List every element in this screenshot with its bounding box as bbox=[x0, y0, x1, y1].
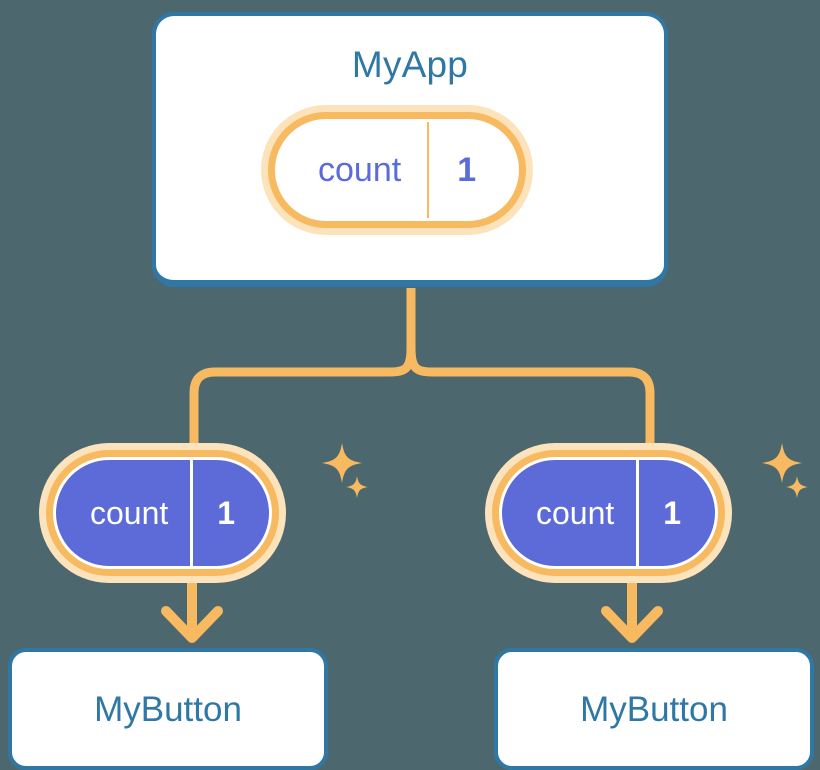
state-pill-branch-right[interactable]: count 1 bbox=[492, 450, 726, 576]
sparkle-icon bbox=[762, 443, 802, 483]
state-pill-key: count bbox=[90, 495, 169, 531]
child-component-card-left[interactable]: MyButton bbox=[8, 648, 328, 770]
sparkle-icon bbox=[786, 476, 808, 498]
state-pill-key: count bbox=[318, 151, 402, 189]
state-pill-branch-left[interactable]: count 1 bbox=[46, 450, 280, 576]
state-pill-value: 1 bbox=[636, 460, 715, 566]
arrow-down-left-head bbox=[161, 606, 223, 643]
state-pill-key: count bbox=[536, 495, 615, 531]
sparkle-icon bbox=[322, 443, 362, 483]
child-component-title: MyButton bbox=[94, 689, 242, 729]
sparkle-icon bbox=[346, 476, 368, 498]
connector-bus-right bbox=[406, 343, 655, 457]
state-pill-value: 1 bbox=[190, 460, 269, 566]
state-pill-inner: count 1 bbox=[53, 457, 273, 569]
connector-bus-left bbox=[189, 343, 416, 457]
state-pill-root[interactable]: count 1 bbox=[268, 112, 527, 228]
arrow-down-right-head bbox=[601, 606, 663, 643]
child-component-card-right[interactable]: MyButton bbox=[494, 648, 814, 770]
state-pill-value: 1 bbox=[427, 122, 516, 218]
child-component-title: MyButton bbox=[580, 689, 728, 729]
root-component-title: MyApp bbox=[351, 44, 469, 85]
state-pill-inner: count 1 bbox=[499, 457, 719, 569]
state-pill-inner: count 1 bbox=[275, 119, 520, 221]
